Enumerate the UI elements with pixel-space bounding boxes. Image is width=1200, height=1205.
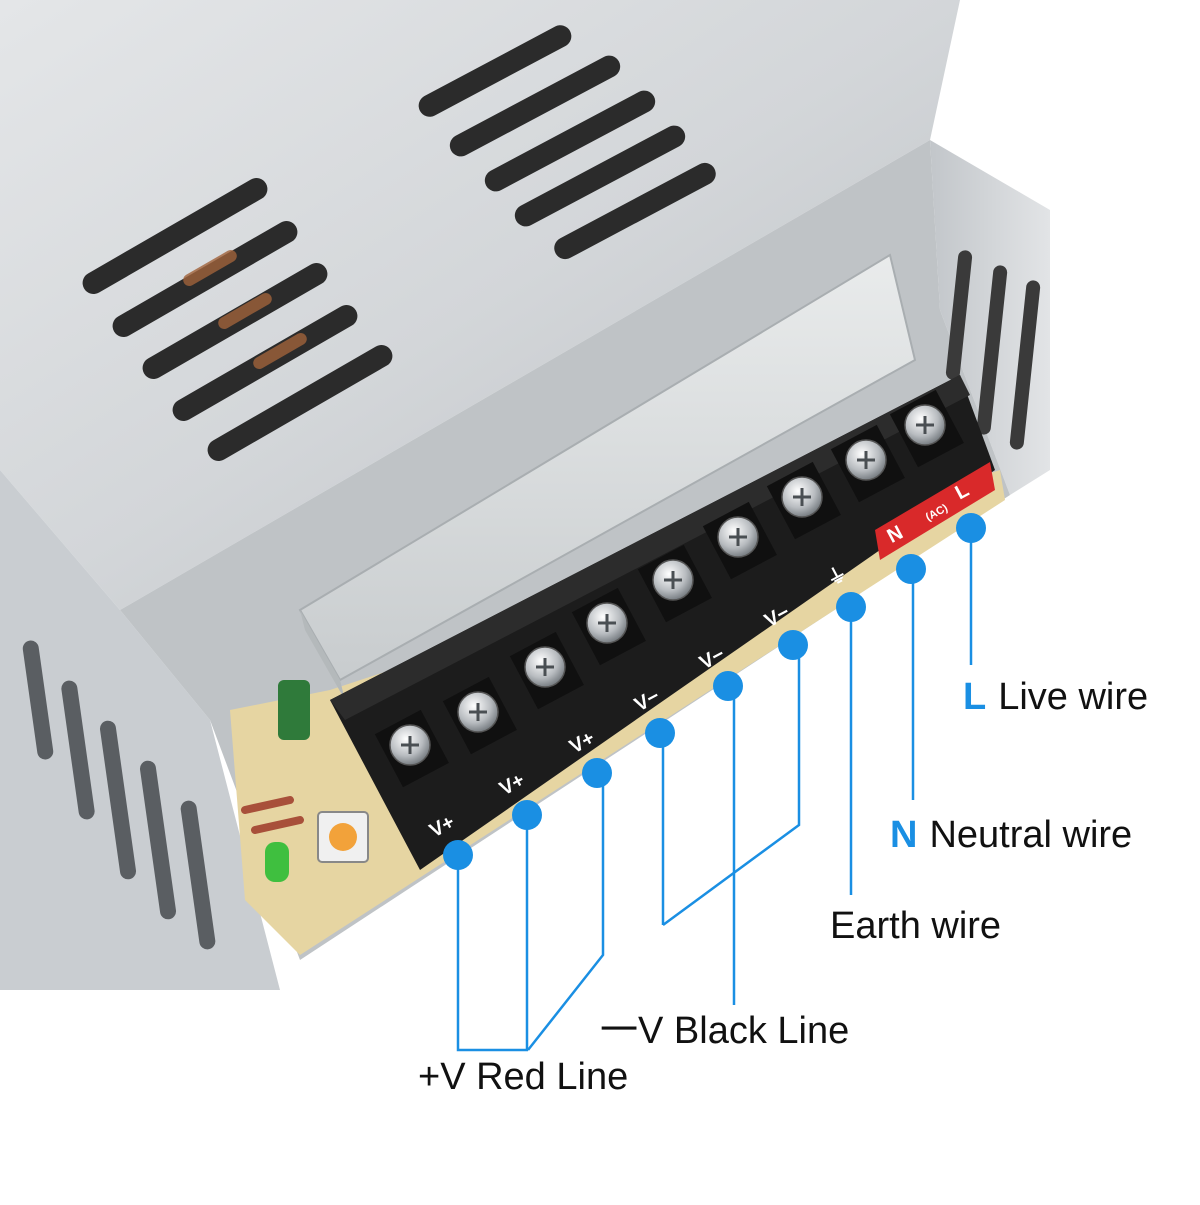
callout-neutral-text: Neutral wire xyxy=(929,814,1133,856)
callout-dot xyxy=(778,630,808,660)
screw-slot xyxy=(729,528,747,546)
screw-slot xyxy=(857,451,875,469)
callout-dot xyxy=(956,513,986,543)
leader-line xyxy=(660,731,665,925)
callout-dot xyxy=(582,758,612,788)
top-vents-right xyxy=(418,25,716,260)
callout-positive-line: +V Red Line xyxy=(418,1058,628,1096)
left-side-slots xyxy=(22,640,216,950)
terminal-screws: V+V+V+V−V−V−⏚NL(AC) xyxy=(374,389,973,842)
callout-dot xyxy=(896,554,926,584)
ac-red-strip xyxy=(875,462,995,560)
callout-dot xyxy=(645,718,675,748)
callout-neutral-wire: N Neutral wire xyxy=(890,816,1132,854)
transformer-coil-glimpse xyxy=(183,250,307,369)
screw-slot xyxy=(664,571,682,589)
callout-live-wire: L Live wire xyxy=(963,678,1148,716)
screw-slot xyxy=(469,703,487,721)
callout-earth-wire: Earth wire xyxy=(830,907,1001,945)
green-capacitor xyxy=(278,680,310,740)
callout-neutral-key: N xyxy=(890,814,918,856)
screw-slot xyxy=(401,736,419,754)
callout-negative-text: 一V Black Line xyxy=(600,1010,850,1052)
callout-dot xyxy=(713,671,743,701)
trim-pot-knob xyxy=(329,823,357,851)
leader-line xyxy=(728,684,736,1005)
leader-line xyxy=(911,567,915,800)
callout-positive-text: +V Red Line xyxy=(418,1056,629,1098)
callout-dot xyxy=(836,592,866,622)
callout-earth-text: Earth wire xyxy=(830,905,1002,947)
housing-left-side xyxy=(0,470,280,990)
callout-negative-line: 一V Black Line xyxy=(600,1012,849,1050)
resistors xyxy=(241,796,304,834)
side-wall-slots xyxy=(945,250,1041,450)
screw-slot xyxy=(536,658,554,676)
callout-dots xyxy=(443,513,986,870)
housing-top xyxy=(0,0,960,610)
screw-slot xyxy=(793,488,811,506)
screw-slot xyxy=(916,416,934,434)
terminal-block-top xyxy=(330,375,970,720)
terminal-clear-cover-front xyxy=(300,610,345,700)
callout-dot xyxy=(443,840,473,870)
green-led xyxy=(265,842,289,882)
screw-slot xyxy=(598,614,616,632)
leader-line xyxy=(456,855,528,1052)
callout-live-key: L xyxy=(963,676,987,718)
callout-dot xyxy=(512,800,542,830)
callout-live-text: Live wire xyxy=(998,676,1149,718)
